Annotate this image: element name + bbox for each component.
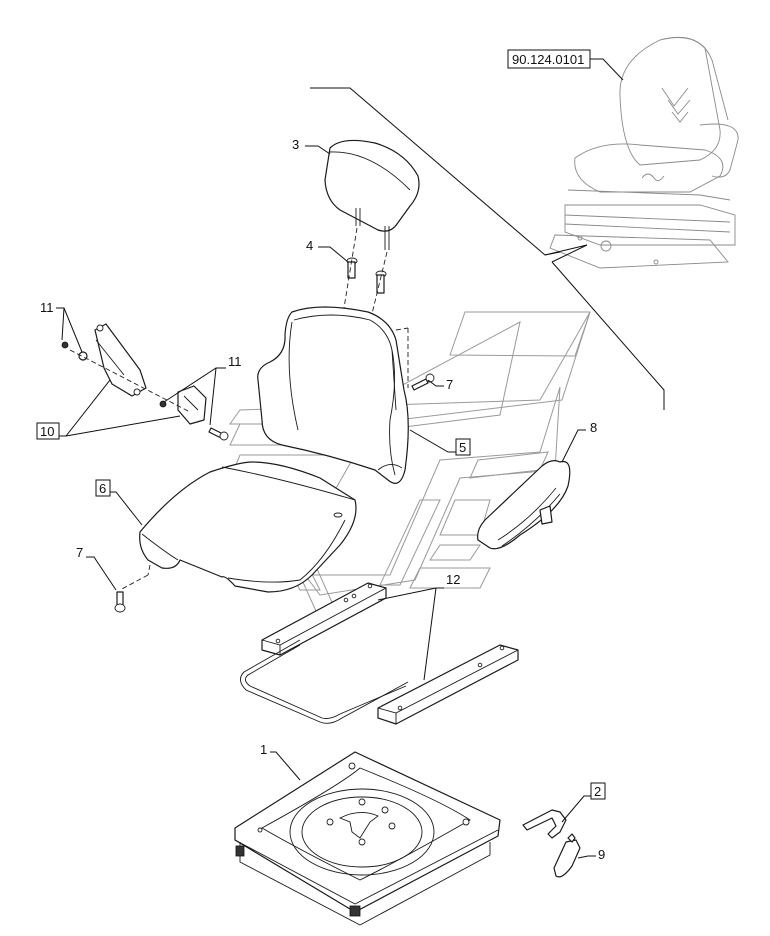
headrest-guide-sleeves (343, 227, 388, 323)
hook-bracket (522, 809, 567, 839)
swivel-base-plate (234, 751, 501, 926)
callout-4: 4 (306, 238, 313, 253)
callout-3: 3 (292, 137, 299, 152)
reference-number: 90.124.0101 (512, 52, 584, 67)
callout-11-right: 11 (228, 354, 242, 369)
callout-10: 10 (40, 424, 54, 439)
callout-5: 5 (459, 440, 466, 455)
callout-11-left: 11 (40, 300, 54, 315)
callout-10-box (36, 422, 60, 440)
reference-label-group: 90.124.0101 (507, 49, 624, 81)
screw-lower (114, 564, 151, 613)
callout-6-box (95, 479, 111, 497)
callout-1: 1 (260, 742, 267, 757)
headrest (324, 139, 420, 250)
cap (553, 833, 581, 878)
callout-6: 6 (99, 481, 106, 496)
seat-belt-assembly (61, 323, 229, 441)
backrest-cushion (257, 306, 409, 484)
seat-cushion (139, 461, 357, 593)
complete-seat-reference (549, 36, 739, 269)
callout-2: 2 (594, 784, 601, 799)
callout-8: 8 (590, 420, 597, 435)
callout-2-box (590, 782, 606, 800)
callout-12: 12 (446, 572, 460, 587)
callout-7-upper: 7 (446, 377, 453, 392)
callout-9: 9 (598, 847, 605, 862)
slide-rail-set (240, 582, 519, 725)
callout-7-lower: 7 (76, 545, 83, 560)
callout-5-box (455, 438, 471, 456)
armrest (477, 460, 571, 550)
